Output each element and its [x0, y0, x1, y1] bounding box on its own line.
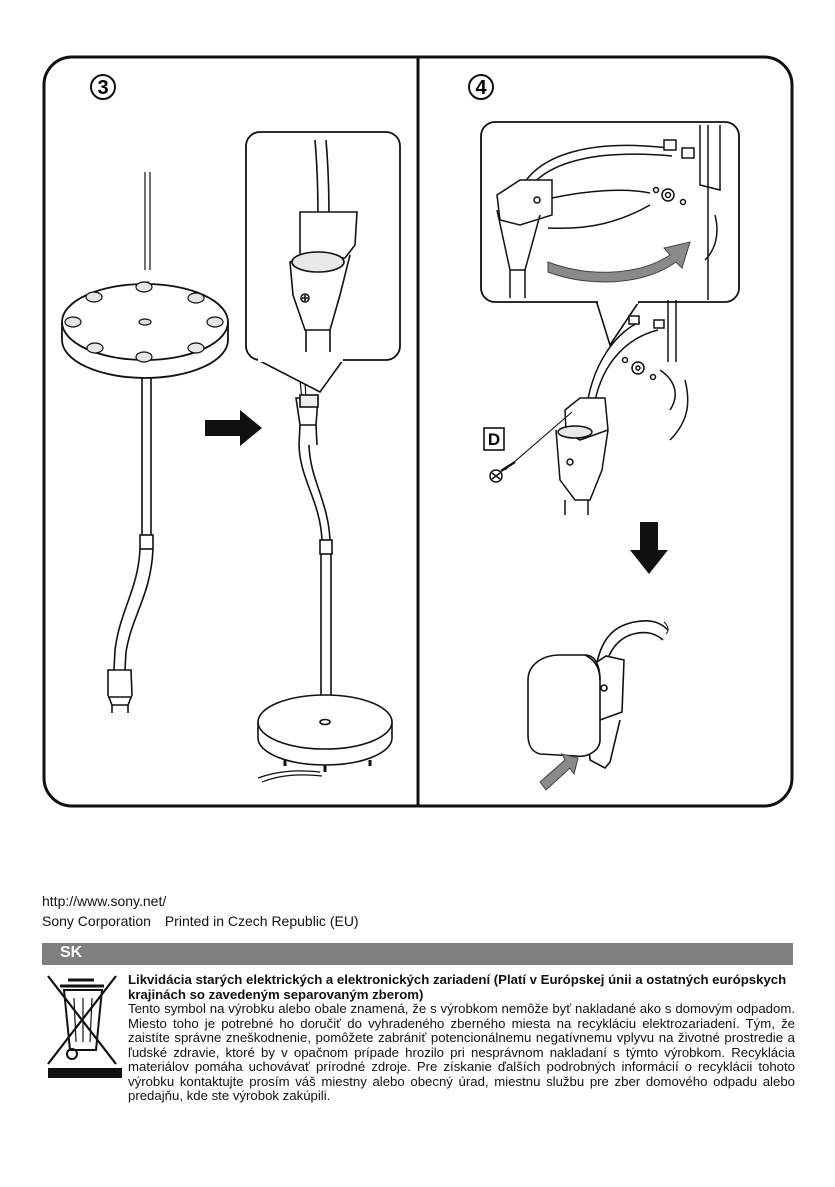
rotate-arrow [547, 241, 691, 283]
push-arrow [539, 753, 579, 791]
speaker-cover-assembly [527, 620, 669, 770]
icon-spacer [42, 973, 128, 1090]
step-4-panel: 4 [468, 74, 740, 791]
crossed-out-wheelie-bin-icon [47, 975, 122, 1078]
weee-notice: Likvidácia starých elektrických a elektr… [42, 972, 795, 1104]
zoom-callout-step-3 [245, 131, 401, 394]
step-4-number: 4 [475, 77, 487, 99]
assembly-diagram: 3 [42, 55, 794, 808]
printed-in: Printed in Czech Republic (EU) [164, 913, 359, 929]
speaker-mount-detail [504, 300, 689, 515]
footer-company-line: Sony Corporation Printed in Czech Republ… [42, 913, 369, 929]
arrow-right-icon [205, 410, 262, 446]
assembled-stand [257, 379, 393, 783]
zoom-callout-step-4 [480, 121, 740, 347]
footer-url: http://www.sony.net/ [42, 893, 167, 909]
stand-base-plate [61, 281, 229, 379]
screw-icon [489, 460, 516, 483]
stand-pole-left [107, 378, 154, 713]
company-name: Sony Corporation [42, 913, 151, 929]
language-code: SK [60, 944, 83, 961]
part-label-d: D [488, 430, 500, 449]
weee-notice-title: Likvidácia starých elektrických a elektr… [128, 972, 787, 1002]
step-3-panel: 3 [61, 74, 401, 783]
speaker-cable [144, 172, 151, 270]
arrow-down-icon [630, 522, 668, 574]
step-3-number: 3 [97, 77, 108, 99]
language-section-bar: SK [42, 943, 793, 965]
part-label-box [483, 427, 505, 451]
weee-notice-body: Tento symbol na výrobku alebo obale znam… [128, 1001, 795, 1103]
step-3-number-circle [90, 74, 116, 100]
step-4-number-circle [468, 74, 494, 100]
